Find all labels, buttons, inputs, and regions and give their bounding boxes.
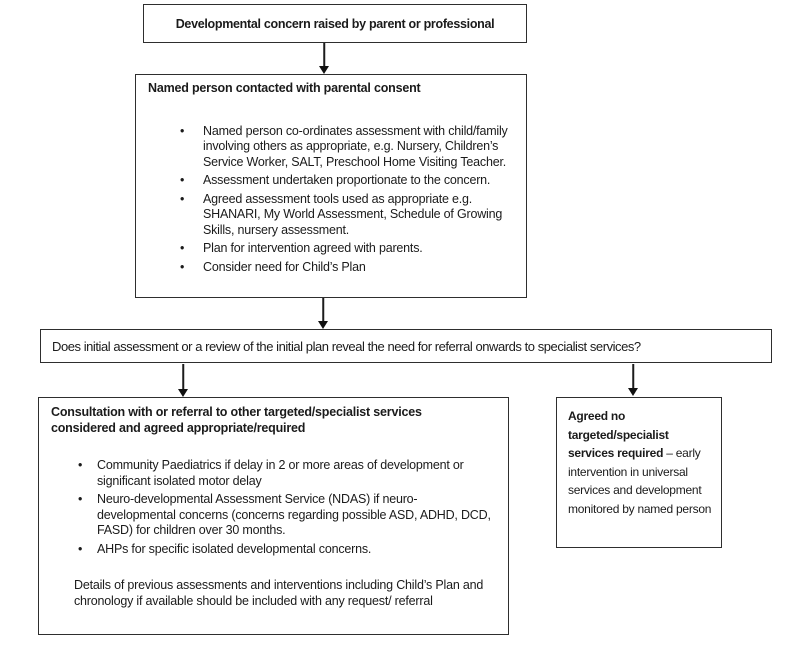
node-referral-question-text: Does initial assessment or a review of t… bbox=[52, 338, 641, 354]
no-specialist-bold-text: Agreed no targeted/specialist services r… bbox=[568, 409, 669, 460]
arrow-line bbox=[322, 298, 324, 322]
bullet-item: Agreed assessment tools used as appropri… bbox=[178, 192, 510, 239]
node-no-specialist-services-text: Agreed no targeted/specialist services r… bbox=[568, 407, 717, 518]
node-developmental-concern-text: Developmental concern raised by parent o… bbox=[175, 16, 495, 31]
consultation-note: Details of previous assessments and inte… bbox=[74, 578, 484, 608]
node-specialist-consultation: Consultation with or referral to other t… bbox=[38, 397, 509, 635]
bullet-item: AHPs for specific isolated developmental… bbox=[76, 542, 492, 558]
bullet-item: Community Paediatrics if delay in 2 or m… bbox=[76, 458, 492, 489]
node-referral-question: Does initial assessment or a review of t… bbox=[40, 329, 772, 363]
consultation-bullet-list: Community Paediatrics if delay in 2 or m… bbox=[76, 458, 492, 557]
flow-arrow-question-to-consultation bbox=[178, 364, 188, 397]
node-specialist-consultation-title: Consultation with or referral to other t… bbox=[51, 405, 422, 435]
arrow-head-icon bbox=[628, 388, 638, 396]
node-named-person: Named person contacted with parental con… bbox=[135, 74, 527, 298]
no-specialist-rest-text: – early intervention in universal servic… bbox=[568, 446, 712, 516]
bullet-item: Named person co-ordinates assessment wit… bbox=[178, 124, 510, 171]
node-named-person-title: Named person contacted with parental con… bbox=[148, 81, 421, 95]
bullet-item: Plan for intervention agreed with parent… bbox=[178, 241, 510, 257]
arrow-line bbox=[182, 364, 184, 390]
flow-arrow-question-to-no-specialist bbox=[628, 364, 638, 396]
arrow-line bbox=[632, 364, 634, 389]
node-developmental-concern: Developmental concern raised by parent o… bbox=[143, 4, 527, 43]
flow-arrow-concern-to-named-person bbox=[319, 43, 329, 74]
arrow-head-icon bbox=[318, 321, 328, 329]
arrow-head-icon bbox=[319, 66, 329, 74]
bullet-item: Consider need for Child’s Plan bbox=[178, 260, 510, 276]
bullet-item: Assessment undertaken proportionate to t… bbox=[178, 173, 510, 189]
named-person-bullet-list: Named person co-ordinates assessment wit… bbox=[178, 124, 510, 276]
bullet-item: Neuro-developmental Assessment Service (… bbox=[76, 492, 492, 539]
arrow-line bbox=[323, 43, 325, 67]
node-no-specialist-services: Agreed no targeted/specialist services r… bbox=[556, 397, 722, 548]
arrow-head-icon bbox=[178, 389, 188, 397]
flow-arrow-named-person-to-question bbox=[318, 298, 328, 329]
